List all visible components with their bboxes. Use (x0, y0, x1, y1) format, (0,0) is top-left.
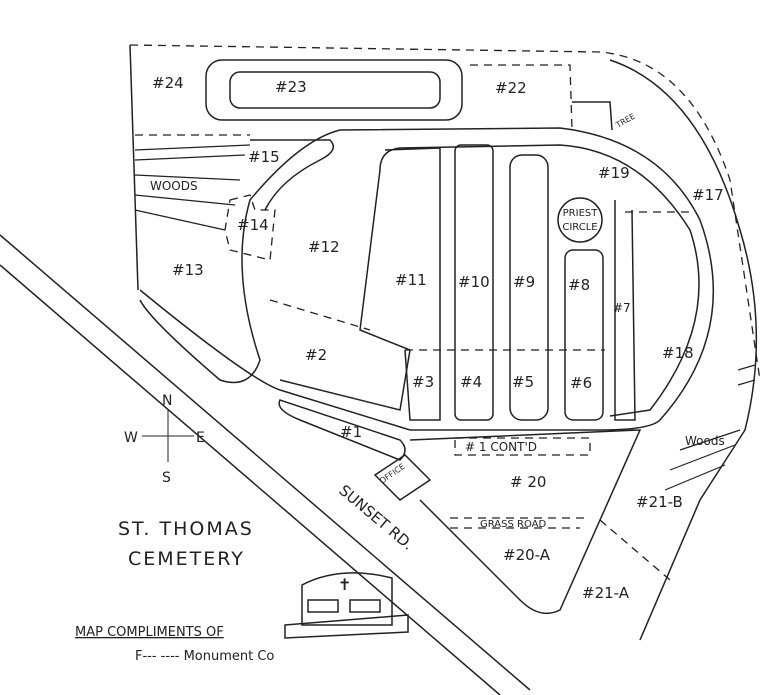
section-21b-label: #21-B (636, 493, 683, 511)
section-1-label: #1 (340, 423, 362, 441)
cross-icon: ✝ (338, 575, 351, 594)
office-label: OFFICE (378, 462, 407, 486)
woods-right-label: Woods (685, 434, 725, 448)
section-10-label: #10 (458, 273, 490, 291)
section-17-label: #17 (692, 186, 724, 204)
compass-rose: N S E W (124, 393, 205, 486)
credit-line2: F--- ---- Monument Co (135, 649, 274, 664)
section-23-label: #23 (275, 78, 307, 96)
section-1-contd-label: # 1 CONT'D (465, 440, 537, 454)
section-23-block (205, 59, 463, 121)
section-18-label: #18 (662, 344, 694, 362)
section-4-label: #4 (460, 373, 482, 391)
section-7-label: #7 (613, 301, 631, 315)
section-22-label: #22 (495, 79, 527, 97)
property-boundary-left (129, 44, 139, 291)
section-10-block (454, 144, 494, 421)
section-8-label: #8 (568, 276, 590, 294)
section-20-label: # 20 (510, 473, 546, 491)
section-21a-label: #21-A (582, 584, 630, 602)
section-13-label: #13 (172, 261, 204, 279)
section-21-divider (599, 519, 671, 581)
credit-line1: MAP COMPLIMENTS OF (75, 625, 224, 640)
woods-right-hatch (664, 364, 756, 491)
section-7-strip (614, 200, 636, 421)
section-22-boundary (470, 64, 573, 131)
section-11-label: #11 (395, 271, 427, 289)
sunset-road-label: SUNSET RD. (335, 481, 417, 554)
sunset-road (0, 234, 531, 691)
section-12-label: #12 (308, 238, 340, 256)
road-20 (409, 429, 642, 615)
woods-left-hatch (134, 144, 251, 231)
section-9-label: #9 (513, 273, 535, 291)
section-11-block (384, 147, 441, 421)
monument-drawing: ✝ (284, 572, 409, 639)
section-19-label: #19 (598, 164, 630, 182)
priest-circle-label-2: CIRCLE (562, 222, 597, 233)
section-24-label: #24 (152, 74, 184, 92)
section-20a-label: #20-A (503, 546, 551, 564)
section-14-label: #14 (237, 216, 269, 234)
road-15 (250, 139, 335, 211)
compass-south: S (162, 470, 171, 486)
priest-circle (557, 197, 603, 243)
section-2-label: #2 (305, 346, 327, 364)
section-9-block (509, 154, 549, 421)
office-building (373, 454, 432, 501)
grass-road-label: GRASS ROAD (480, 519, 546, 530)
property-boundary (129, 44, 761, 381)
section-1-road (278, 399, 406, 461)
map-title-line1: ST. THOMAS (118, 518, 254, 540)
compass-east: E (196, 430, 205, 446)
section-5-label: #5 (512, 373, 534, 391)
compass-west: W (124, 430, 138, 446)
main-road-inner (279, 144, 700, 417)
priest-circle-label-1: PRIEST (563, 208, 599, 219)
road-loop-23 (229, 71, 441, 109)
section-12-divider (269, 299, 371, 331)
compass-north: N (162, 393, 172, 409)
sunset-road-edge (0, 264, 501, 695)
section-15-label: #15 (248, 148, 280, 166)
main-road-outer (139, 127, 715, 431)
woods-left-label: WOODS (150, 179, 198, 193)
cont-box (454, 437, 591, 456)
section-8-block (564, 249, 604, 421)
property-boundary-right (609, 59, 758, 641)
small-building (572, 101, 613, 131)
map-title-line2: CEMETERY (128, 548, 245, 570)
section-6-label: #6 (570, 374, 592, 392)
section-3-label: #3 (412, 373, 434, 391)
tree-label: TREE (614, 112, 637, 131)
grass-road (450, 517, 590, 529)
